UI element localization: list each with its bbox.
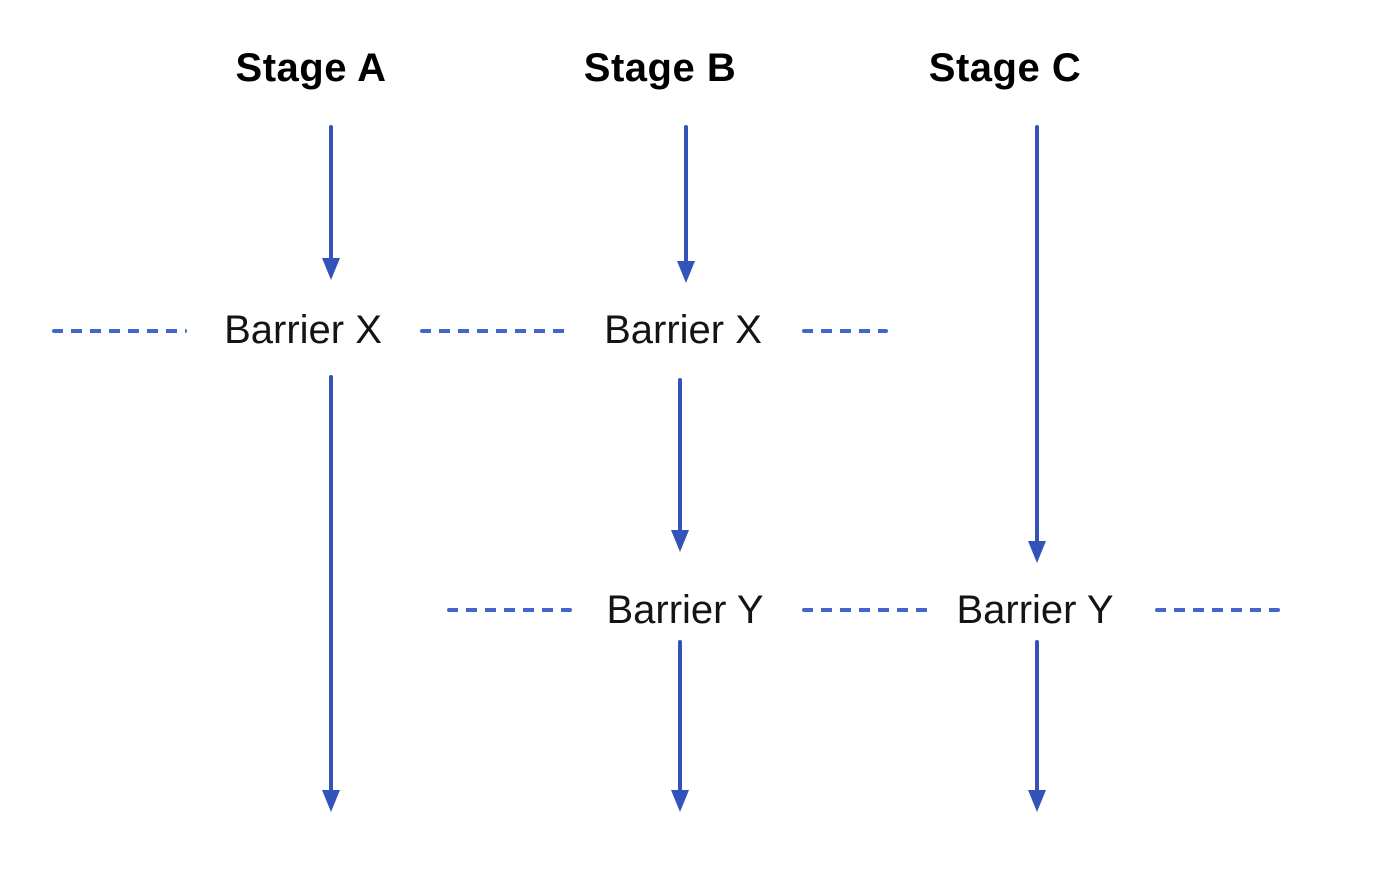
stage-a-down-arrow-top — [322, 125, 340, 280]
barrier-y-dash-right — [1155, 608, 1280, 612]
stage-b-down-arrow-bottom — [671, 640, 689, 812]
barrier-x-dash-left — [52, 329, 187, 333]
barrier-x-dash-right — [802, 329, 888, 333]
arrow-shaft — [329, 125, 333, 260]
arrow-shaft — [678, 640, 682, 792]
arrow-shaft — [1035, 640, 1039, 792]
stage-c-down-arrow-bottom — [1028, 640, 1046, 812]
stage-a-header: Stage A — [235, 46, 387, 90]
barrier-y-dash-middle — [802, 608, 930, 612]
arrowhead-icon — [322, 790, 340, 812]
stage-a-down-arrow-bottom — [322, 375, 340, 812]
arrowhead-icon — [671, 530, 689, 552]
arrow-shaft — [1035, 125, 1039, 543]
stage-c-down-arrow-top — [1028, 125, 1046, 563]
barrier-y-label-stage-c: Barrier Y — [956, 588, 1114, 632]
barrier-x-label-stage-a: Barrier X — [224, 308, 382, 352]
arrowhead-icon — [322, 258, 340, 280]
arrowhead-icon — [671, 790, 689, 812]
arrow-shaft — [684, 125, 688, 263]
arrow-shaft — [329, 375, 333, 792]
stage-b-down-arrow-middle — [671, 378, 689, 552]
barrier-x-label-stage-b: Barrier X — [604, 308, 762, 352]
stage-c-header: Stage C — [928, 46, 1082, 90]
arrow-shaft — [678, 378, 682, 532]
arrowhead-icon — [1028, 790, 1046, 812]
stage-b-header: Stage B — [583, 46, 737, 90]
arrowhead-icon — [677, 261, 695, 283]
barrier-x-dash-middle — [420, 329, 568, 333]
barrier-y-label-stage-b: Barrier Y — [606, 588, 764, 632]
barrier-y-dash-left — [447, 608, 572, 612]
arrowhead-icon — [1028, 541, 1046, 563]
stage-b-down-arrow-top — [677, 125, 695, 283]
